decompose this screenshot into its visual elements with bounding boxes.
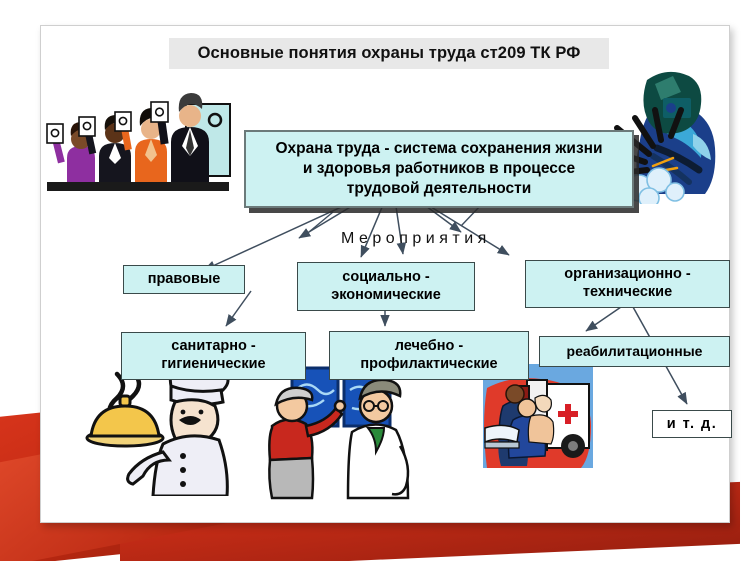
- category-box-socialno-ekonomicheskie[interactable]: социально - экономические: [297, 262, 475, 311]
- definition-text: Охрана труда - система сохранения жизни …: [269, 139, 608, 198]
- definition-box: Охрана труда - система сохранения жизни …: [244, 130, 634, 208]
- definition-line-3: трудовой деятельности: [346, 179, 532, 197]
- category-box-sanitarno-gigienicheskie[interactable]: санитарно - гигиенические: [121, 332, 306, 380]
- group-of-people-raising-cards-illustration: [43, 84, 233, 206]
- category-label-line-2: экономические: [331, 286, 441, 303]
- slide-card: Основные понятия охраны труда ст209 ТК Р…: [40, 25, 733, 523]
- category-box-pravovye[interactable]: правовые: [123, 265, 245, 294]
- group-label-meropriyatiya: Мероприятия: [341, 230, 491, 247]
- category-label-sanitarno-gigienicheskie: санитарно - гигиенические: [157, 338, 269, 373]
- ambulance-paramedics-stretcher-illustration: [483, 364, 593, 468]
- category-label-pravovye: правовые: [147, 270, 221, 287]
- definition-line-2: и здоровья работников в процессе: [302, 160, 576, 178]
- welder-with-mask-and-sparks-illustration: [597, 62, 733, 204]
- doctor-and-patient-with-xray-illustration: [256, 364, 416, 500]
- category-label-line-1: лечебно -: [394, 337, 464, 354]
- slide-title-band: Основные понятия охраны труда ст209 ТК Р…: [169, 38, 609, 69]
- category-label-i-t-d: и т. д.: [666, 416, 718, 432]
- category-label-line-2: технические: [582, 284, 673, 300]
- definition-line-1: Охрана труда - система сохранения жизни: [275, 140, 603, 158]
- category-label-line-2: профилактические: [360, 355, 498, 372]
- category-box-lechebno-profilakticheskie[interactable]: лечебно - профилактические: [329, 331, 529, 380]
- category-label-lechebno-profilakticheskie: лечебно - профилактические: [356, 338, 501, 373]
- category-box-organizacionno-tehnicheskie[interactable]: организационно - технические: [525, 260, 730, 308]
- category-label-line-2: гигиенические: [161, 356, 266, 372]
- chef-with-covered-dish-illustration: [75, 356, 231, 496]
- category-label-line-1: социально -: [342, 268, 430, 285]
- category-label-line-1: санитарно -: [171, 338, 256, 355]
- category-label-reabilitacionnye: реабилитационные: [566, 342, 703, 359]
- category-box-reabilitacionnye[interactable]: реабилитационные: [539, 336, 730, 367]
- category-label-organizacionno-tehnicheskie: организационно - технические: [560, 266, 695, 301]
- category-label-line-1: организационно -: [564, 266, 691, 283]
- category-label-socialno-ekonomicheskie: социально - экономические: [327, 269, 445, 304]
- category-box-i-t-d[interactable]: и т. д.: [652, 410, 732, 438]
- page-title: Основные понятия охраны труда ст209 ТК Р…: [197, 44, 581, 62]
